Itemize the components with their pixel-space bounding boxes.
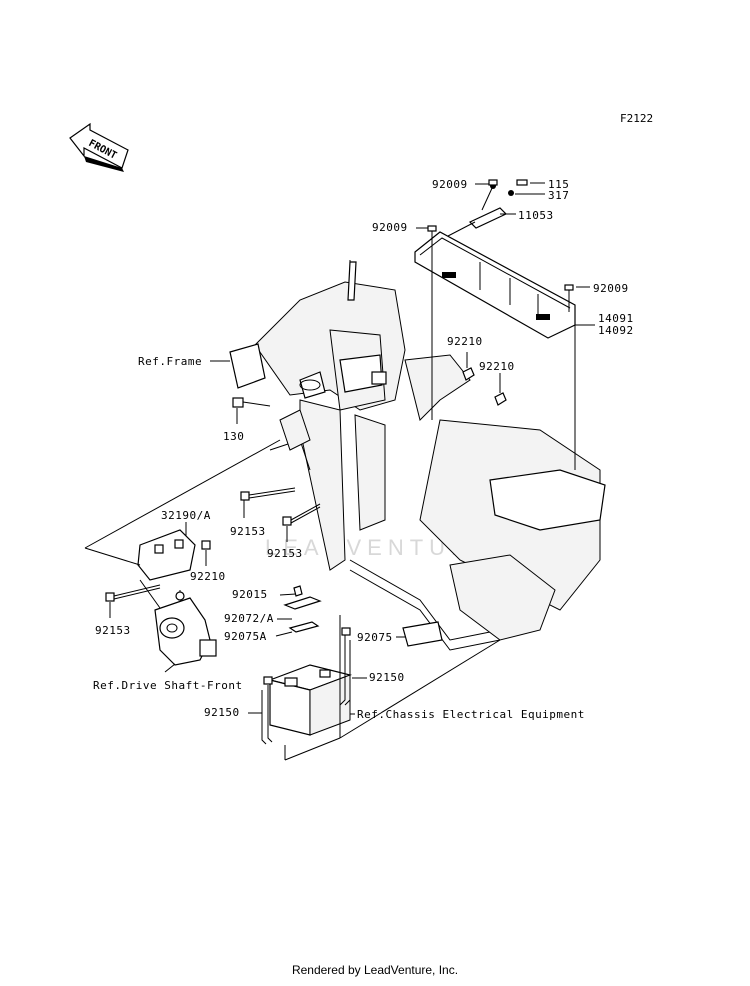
nut-92210a-icon — [462, 367, 475, 381]
label-ref-chassis-electrical: Ref.Chassis Electrical Equipment — [357, 708, 585, 721]
label-92009-top: 92009 — [432, 178, 468, 191]
label-92153-a: 92153 — [230, 525, 266, 538]
screw-92009a-icon — [488, 179, 498, 186]
main-frame — [229, 260, 606, 651]
label-92210-c: 92210 — [190, 570, 226, 583]
cover-plate — [414, 231, 576, 339]
label-92009-mid: 92009 — [372, 221, 408, 234]
hold-rods — [261, 627, 351, 745]
label-32190: 32190/A — [161, 509, 211, 522]
label-92210-a: 92210 — [447, 335, 483, 348]
label-115: 115 — [548, 178, 569, 191]
nut-92210b-icon — [494, 392, 507, 406]
nut-92210c-icon — [201, 540, 211, 550]
label-92072: 92072/A — [224, 612, 274, 625]
label-ref-drive-shaft: Ref.Drive Shaft-Front — [93, 679, 243, 692]
battery-pads — [283, 585, 443, 647]
label-92153-b: 92153 — [267, 547, 303, 560]
bolt-92153-icon — [240, 487, 296, 501]
footer-credit: Rendered by LeadVenture, Inc. — [291, 963, 459, 977]
label-92210-b: 92210 — [479, 360, 515, 373]
bracket-32190 — [137, 529, 196, 581]
label-92150-right: 92150 — [369, 671, 405, 684]
label-14091: 14091 — [598, 312, 634, 325]
bolt-130-icon — [232, 397, 244, 408]
leader-lines — [84, 182, 595, 761]
bolt-92153b-icon — [282, 503, 321, 526]
label-130: 130 — [223, 430, 244, 443]
callouts: 92009 115 317 11053 92009 92009 14091 14… — [93, 178, 634, 721]
label-92153-c: 92153 — [95, 624, 131, 637]
diagram-code: F2122 — [620, 112, 653, 125]
bolt-92153c-icon — [105, 584, 161, 602]
label-317: 317 — [548, 189, 569, 202]
label-92015: 92015 — [232, 588, 268, 601]
label-92009-right: 92009 — [593, 282, 629, 295]
label-ref-frame: Ref.Frame — [138, 355, 202, 368]
front-gear-case — [154, 590, 217, 666]
label-92075: 92075 — [357, 631, 393, 644]
screw-92009b-icon — [427, 225, 437, 232]
front-arrow-icon: FRONT — [69, 122, 129, 172]
label-14092: 14092 — [598, 324, 634, 337]
fasteners — [105, 179, 574, 602]
label-92150-left: 92150 — [204, 706, 240, 719]
screw-92009c-icon — [564, 284, 574, 291]
label-92075a: 92075A — [224, 630, 267, 643]
battery — [267, 664, 353, 736]
label-11053: 11053 — [518, 209, 554, 222]
